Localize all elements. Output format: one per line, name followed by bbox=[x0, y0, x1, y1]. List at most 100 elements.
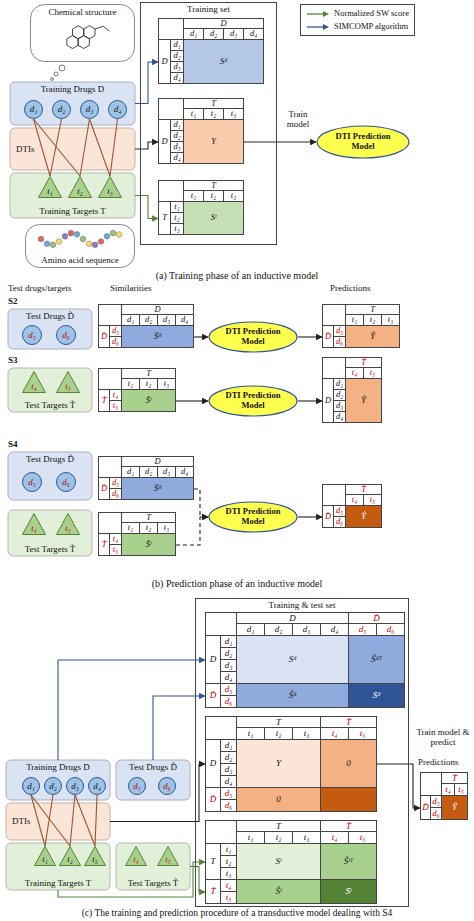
label: Predictions bbox=[418, 757, 459, 767]
matrix-cell: t₃ bbox=[158, 379, 176, 390]
node-text: d₂ bbox=[225, 752, 233, 762]
matrix-cell: d₃ bbox=[171, 142, 184, 153]
node-text: t₂ bbox=[146, 379, 151, 389]
label-holder: Predictions bbox=[418, 757, 474, 767]
node-text: D bbox=[325, 396, 331, 406]
matrix-cell: t₁ bbox=[122, 379, 140, 390]
node-text: Y bbox=[276, 758, 281, 768]
matrix-cell: d₅ bbox=[110, 326, 122, 337]
node-text: 0 bbox=[346, 758, 351, 768]
node-text: t₁ bbox=[47, 187, 52, 197]
matrix-cell: d₂ bbox=[221, 648, 237, 660]
matrix-cell: D bbox=[158, 120, 171, 164]
entity-band: t₄t₅Test Targets T̃ bbox=[116, 843, 190, 890]
legend-text: Normalized SW score bbox=[334, 9, 409, 19]
node-text: t₂ bbox=[276, 728, 282, 738]
node-text: t₄ bbox=[113, 390, 118, 400]
matrix-corner bbox=[322, 357, 346, 379]
legend-row: Normalized SW score bbox=[306, 7, 409, 20]
node-text: t₃ bbox=[231, 191, 236, 201]
matrix-cell: t₃ bbox=[293, 728, 321, 740]
matrix-cell: d₆ bbox=[110, 337, 122, 348]
matrix-cell: D̃ bbox=[98, 478, 110, 500]
matrix-cell: d₄ bbox=[171, 73, 184, 84]
node-text: Test Drugs D̃ bbox=[26, 454, 74, 464]
target-node: t₄ bbox=[22, 513, 46, 535]
node-text: d₂ bbox=[210, 29, 217, 39]
node-text: d₁ bbox=[336, 379, 343, 389]
matrix-cell: d₃ bbox=[158, 467, 176, 478]
band-fill bbox=[10, 128, 135, 170]
matrix-cell: d₄ bbox=[171, 153, 184, 164]
node-text: t₄ bbox=[332, 832, 338, 842]
label-holder: S2 bbox=[8, 296, 38, 306]
node-text: d₁ bbox=[127, 315, 134, 325]
matrix-cell: t₂ bbox=[221, 856, 237, 868]
node-text: D̃ bbox=[101, 332, 107, 342]
edge-label: Train model bbox=[287, 109, 310, 129]
matrix-cell: d₆ bbox=[431, 808, 442, 820]
target-node: t₃ bbox=[84, 846, 106, 866]
matrix-cell: 0 bbox=[237, 788, 321, 812]
caption: (a) Training phase of an inductive model bbox=[156, 270, 319, 281]
matrix-cell: t₃ bbox=[382, 315, 400, 326]
matrix-cell: d₄ bbox=[176, 467, 194, 478]
matrix-cell: S̄ᵗ bbox=[321, 880, 377, 904]
matrix-cell: S̃ᵈᵀ bbox=[349, 636, 405, 684]
matrix-cell: D̃ bbox=[98, 326, 110, 348]
matrix-cell: t₄ bbox=[110, 534, 122, 545]
node-text: T bbox=[162, 213, 167, 223]
matrix-cell: d₆ bbox=[221, 800, 237, 812]
matrix-cell: d₃ bbox=[158, 315, 176, 326]
node-text: DTI Prediction Model bbox=[328, 132, 399, 152]
matrix-cell: d₁ bbox=[221, 636, 237, 648]
matrix-corner bbox=[98, 456, 122, 478]
node-text: d₆ bbox=[432, 808, 440, 818]
connector bbox=[50, 119, 62, 176]
node-text: T bbox=[210, 856, 215, 866]
node-text: D̃ bbox=[210, 794, 217, 804]
node-text: d₆ bbox=[225, 800, 233, 810]
matrix-cell: d₂ bbox=[171, 51, 184, 62]
matrix-cell: T bbox=[158, 202, 171, 235]
node-text: Sᵗ bbox=[211, 213, 217, 223]
matrix-cell: t₃ bbox=[171, 224, 184, 235]
connector bbox=[58, 660, 205, 760]
node-text: T bbox=[146, 513, 151, 523]
matrix-cell: d₁ bbox=[171, 40, 184, 51]
matrix-cell: t₅ bbox=[110, 545, 122, 556]
node-text: d₅ bbox=[133, 781, 141, 791]
band-fill bbox=[10, 82, 135, 125]
node-text: t₁ bbox=[174, 202, 179, 212]
node-text: t₄ bbox=[133, 855, 138, 865]
matrix-cell: d₃ bbox=[221, 764, 237, 776]
matrix-cell: D̃ bbox=[349, 612, 405, 624]
node-text: D̃ bbox=[325, 512, 331, 522]
node-text: t₃ bbox=[92, 855, 97, 865]
callout-bubble: Amino acid sequence bbox=[25, 224, 135, 268]
drug-node: d₆ bbox=[56, 325, 76, 345]
node-text: t₁ bbox=[248, 728, 254, 738]
node-text: t₄ bbox=[332, 728, 338, 738]
edge-label-holder: Train model & predict bbox=[414, 727, 472, 748]
matrix-cell: d₅ bbox=[334, 506, 346, 517]
matrix-cell: t₄ bbox=[321, 832, 349, 844]
node-text: t₂ bbox=[146, 523, 151, 533]
band-fill bbox=[8, 510, 92, 556]
node-text: d₆ bbox=[163, 781, 171, 791]
target-node: t₅ bbox=[56, 513, 80, 535]
matrix-cell: t₄ bbox=[346, 495, 364, 506]
matrix-cell: T bbox=[205, 844, 221, 880]
node-text: t₃ bbox=[304, 832, 310, 842]
node-text: d₄ bbox=[250, 29, 257, 39]
matrix-cell: t₁ bbox=[122, 523, 140, 534]
matrix-corner bbox=[322, 304, 346, 326]
matrix-cell: d₂ bbox=[221, 752, 237, 764]
matrix-cell: t₁ bbox=[237, 832, 265, 844]
node-text: S̃ᵈ bbox=[154, 332, 161, 342]
matrix-cell: d₆ bbox=[221, 696, 237, 708]
matrix-cell: S̃ᵗᵀ bbox=[321, 844, 377, 880]
node-text: Training set bbox=[187, 4, 230, 14]
matrix-cell: T bbox=[122, 512, 176, 523]
connector bbox=[45, 795, 53, 846]
